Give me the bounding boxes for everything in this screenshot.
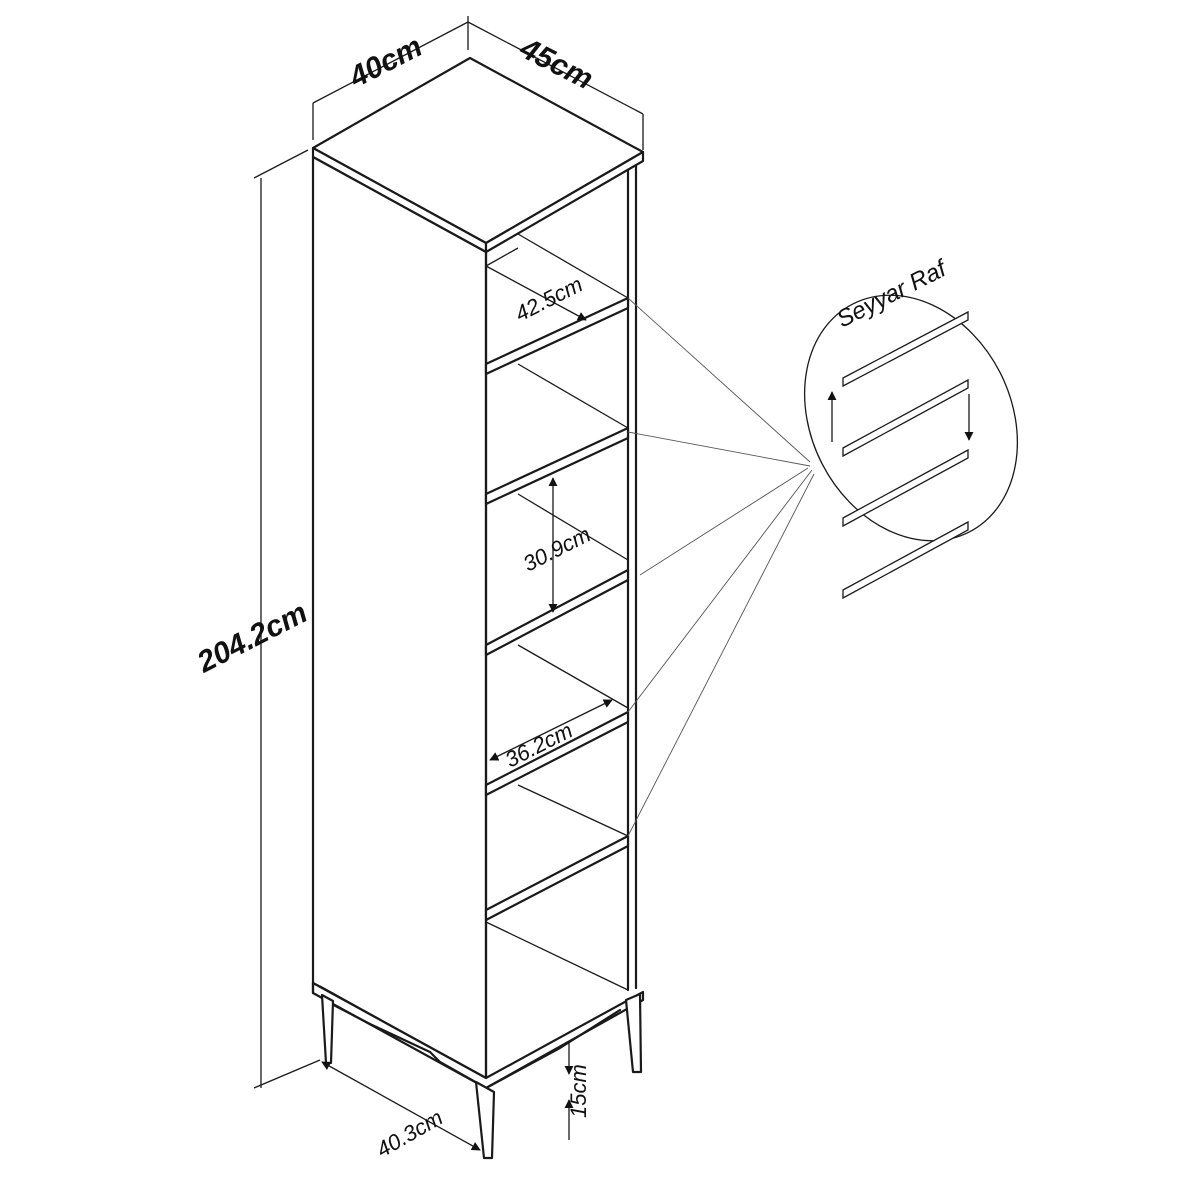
base-width-label: 40.3cm [372, 1105, 447, 1163]
shelf [484, 426, 630, 506]
adjustable-shelf-callout [803, 294, 1019, 600]
inner-depth-label: 42.5cm [511, 271, 587, 326]
callout-shelf [842, 310, 969, 388]
callout-shelf [842, 378, 969, 458]
cabinet-body [311, 56, 645, 1080]
callout-shelf [842, 520, 969, 600]
shelf [484, 296, 630, 376]
height-label: 204.2cm [191, 596, 312, 680]
shelf [484, 568, 630, 657]
shelf-gap-label: 30.9cm [519, 521, 595, 576]
inner-depth-dimension [485, 265, 587, 321]
leg [474, 1080, 496, 1160]
leg-height-label: 15cm [566, 1064, 591, 1118]
height-dimension-line [253, 149, 321, 1089]
depth-label: 45cm [514, 31, 598, 96]
leg [320, 993, 335, 1065]
shelf [484, 834, 630, 922]
callout-leader-lines [627, 297, 815, 837]
inner-width-dimension [489, 699, 613, 761]
shelf-group [484, 296, 630, 991]
leg [624, 992, 643, 1074]
width-label: 40cm [343, 30, 427, 95]
top-dimension-lines [312, 16, 644, 150]
callout-shelf [842, 448, 969, 528]
base-width-dimension [321, 1061, 481, 1151]
